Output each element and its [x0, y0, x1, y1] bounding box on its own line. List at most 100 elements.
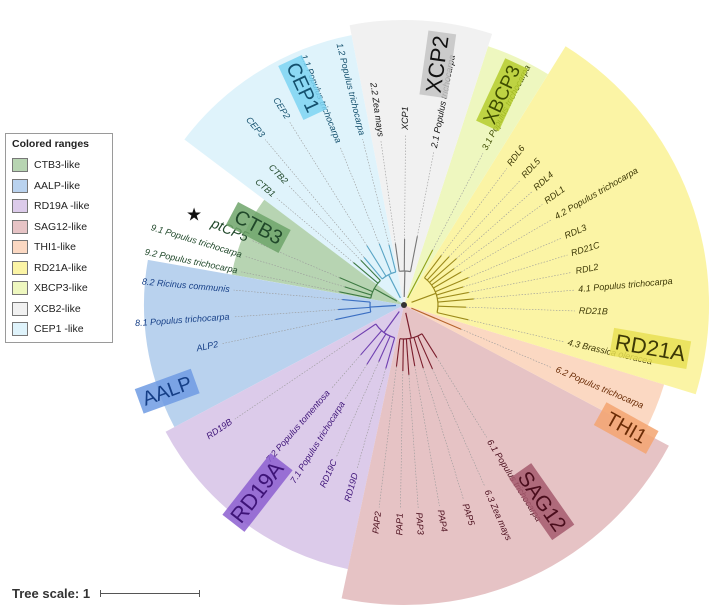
branch-tip: [424, 255, 442, 279]
tree-root: [401, 302, 407, 308]
leaf-label: PAP3: [414, 512, 426, 535]
leaf-guide: [400, 370, 404, 509]
legend-label: RD21A-like: [34, 261, 88, 274]
leaf-guide: [404, 134, 406, 240]
legend-swatch: [12, 240, 28, 255]
legend-item: RD21A-like: [12, 258, 106, 279]
legend-label: CEP1 -like: [34, 323, 84, 336]
leaf-label: PAP2: [370, 511, 383, 534]
leaf-guide: [339, 146, 380, 244]
leaf-guide: [473, 289, 575, 300]
branch-tip: [437, 291, 469, 300]
leaf-label: PAP1: [394, 513, 404, 536]
leaf-guide: [468, 272, 572, 293]
leaf-guide: [378, 366, 397, 508]
branch-tip: [395, 338, 401, 367]
range-aalp: [143, 259, 404, 428]
branch-tip: [433, 271, 462, 289]
leaf-guide: [344, 364, 368, 400]
legend-label: RD19A -like: [34, 200, 90, 213]
branch-tip: [413, 337, 424, 369]
branch-tip: [342, 299, 371, 303]
branch-tip: [437, 312, 469, 321]
clade-label-box: [509, 463, 575, 541]
branch-tip: [405, 338, 410, 375]
leaf-guide: [463, 254, 568, 288]
branch-tip: [394, 243, 400, 272]
legend-swatch: [12, 199, 28, 214]
branch-tip: [363, 257, 383, 280]
branch-tip: [417, 335, 433, 370]
leaf-label: XCP1: [400, 106, 410, 131]
legend-item: CEP1 -like: [12, 319, 106, 340]
leaf-guide: [448, 179, 521, 257]
leaf-guide: [414, 366, 440, 506]
leaf-guide: [380, 140, 396, 244]
legend-swatch: [12, 158, 28, 173]
branch-tip: [344, 286, 372, 296]
colored-ranges: [143, 19, 710, 605]
legend-item: XCB2-like: [12, 299, 106, 320]
branch-stem: [411, 292, 437, 303]
tree-branches: [335, 236, 474, 375]
leaf-guide: [456, 191, 533, 259]
leaf-guide: [432, 153, 484, 251]
legend-item: RD19A -like: [12, 196, 106, 217]
range-rd21a: [404, 46, 710, 395]
branch-tip: [426, 256, 450, 281]
clade-label-box: [419, 30, 457, 99]
branch-arc: [369, 301, 372, 313]
branch-tip: [409, 338, 416, 367]
leaf-guide: [336, 361, 380, 457]
branch-tip: [402, 338, 404, 371]
branch-tip: [437, 305, 466, 308]
branch-tip: [366, 245, 387, 277]
legend-item: AALP-like: [12, 176, 106, 197]
range-thi1: [404, 305, 665, 433]
legend-item: CTB3-like: [12, 155, 106, 176]
legend-swatch: [12, 219, 28, 234]
branch-arc: [375, 323, 395, 339]
legend-swatch: [12, 281, 28, 296]
legend-label: AALP-like: [34, 179, 81, 192]
leaf-label: PAP4: [436, 509, 450, 533]
legend-swatch: [12, 301, 28, 316]
branch-tip: [429, 258, 457, 283]
branch-tip: [419, 249, 434, 276]
clade-label-box: [134, 368, 200, 414]
leaf-guide: [441, 168, 508, 256]
clade-label-box: [593, 402, 659, 454]
branch-tip: [352, 323, 377, 341]
leaf-guide: [461, 219, 553, 273]
branch-arc: [370, 280, 381, 299]
leaf-guide: [408, 374, 419, 509]
range-xbcp3: [404, 46, 549, 306]
branch-tip: [366, 333, 387, 365]
leaf-label: ALP2: [194, 339, 219, 354]
branch-tip: [437, 298, 474, 303]
branch-stem: [370, 304, 397, 308]
branch-arc: [399, 270, 411, 273]
leaf-guide: [245, 256, 345, 288]
leaf-guide: [288, 185, 362, 261]
branch-tip: [421, 333, 438, 358]
leaf-guide: [468, 237, 562, 278]
clade-label-box: [609, 327, 692, 369]
legend-label: SAG12-like: [34, 220, 88, 233]
branch-tip: [385, 337, 396, 369]
leaf-guide: [362, 139, 390, 245]
branch-arc: [399, 333, 423, 340]
leaf-guide: [423, 368, 464, 501]
branch-stem: [411, 307, 436, 319]
leaf-guide: [460, 328, 553, 369]
branch-tip: [436, 286, 464, 296]
branch-tip: [435, 317, 462, 330]
branch-tip: [378, 243, 392, 274]
leaf-guide: [432, 368, 486, 487]
branch-tip: [378, 335, 391, 362]
clade-label-box: [225, 202, 291, 253]
branch-tip: [339, 291, 371, 299]
clade-label-box: [222, 453, 293, 532]
leaf-guide: [222, 319, 336, 344]
